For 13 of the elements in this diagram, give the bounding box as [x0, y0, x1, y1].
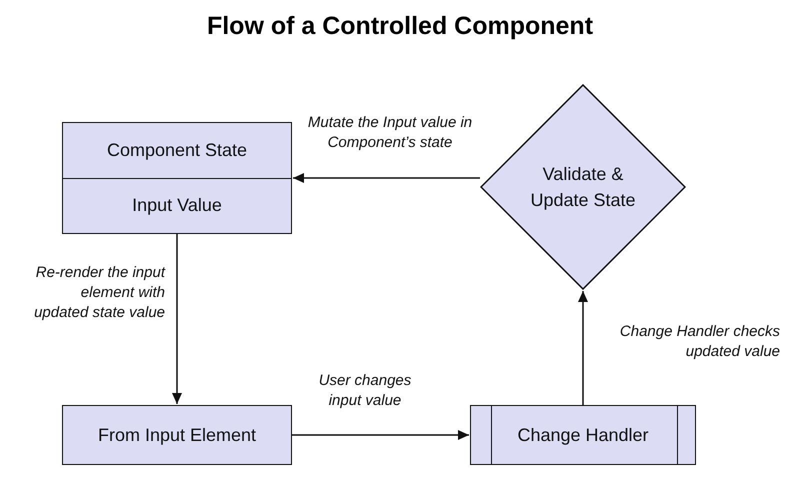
predefined-process-box [470, 405, 696, 465]
arrow [578, 291, 588, 405]
node-text: Input Value [132, 195, 222, 216]
process-box [62, 122, 292, 234]
arrow [293, 173, 480, 183]
node-text: Validate & Update State [529, 163, 637, 212]
node-text: From Input Element [98, 424, 256, 446]
arrow [172, 234, 182, 404]
diagram-title: Flow of a Controlled Component [206, 12, 594, 41]
arrow [292, 430, 469, 440]
node-text: Component State [106, 140, 248, 161]
node-text: Change Handler [517, 424, 649, 446]
process-box [62, 405, 292, 465]
